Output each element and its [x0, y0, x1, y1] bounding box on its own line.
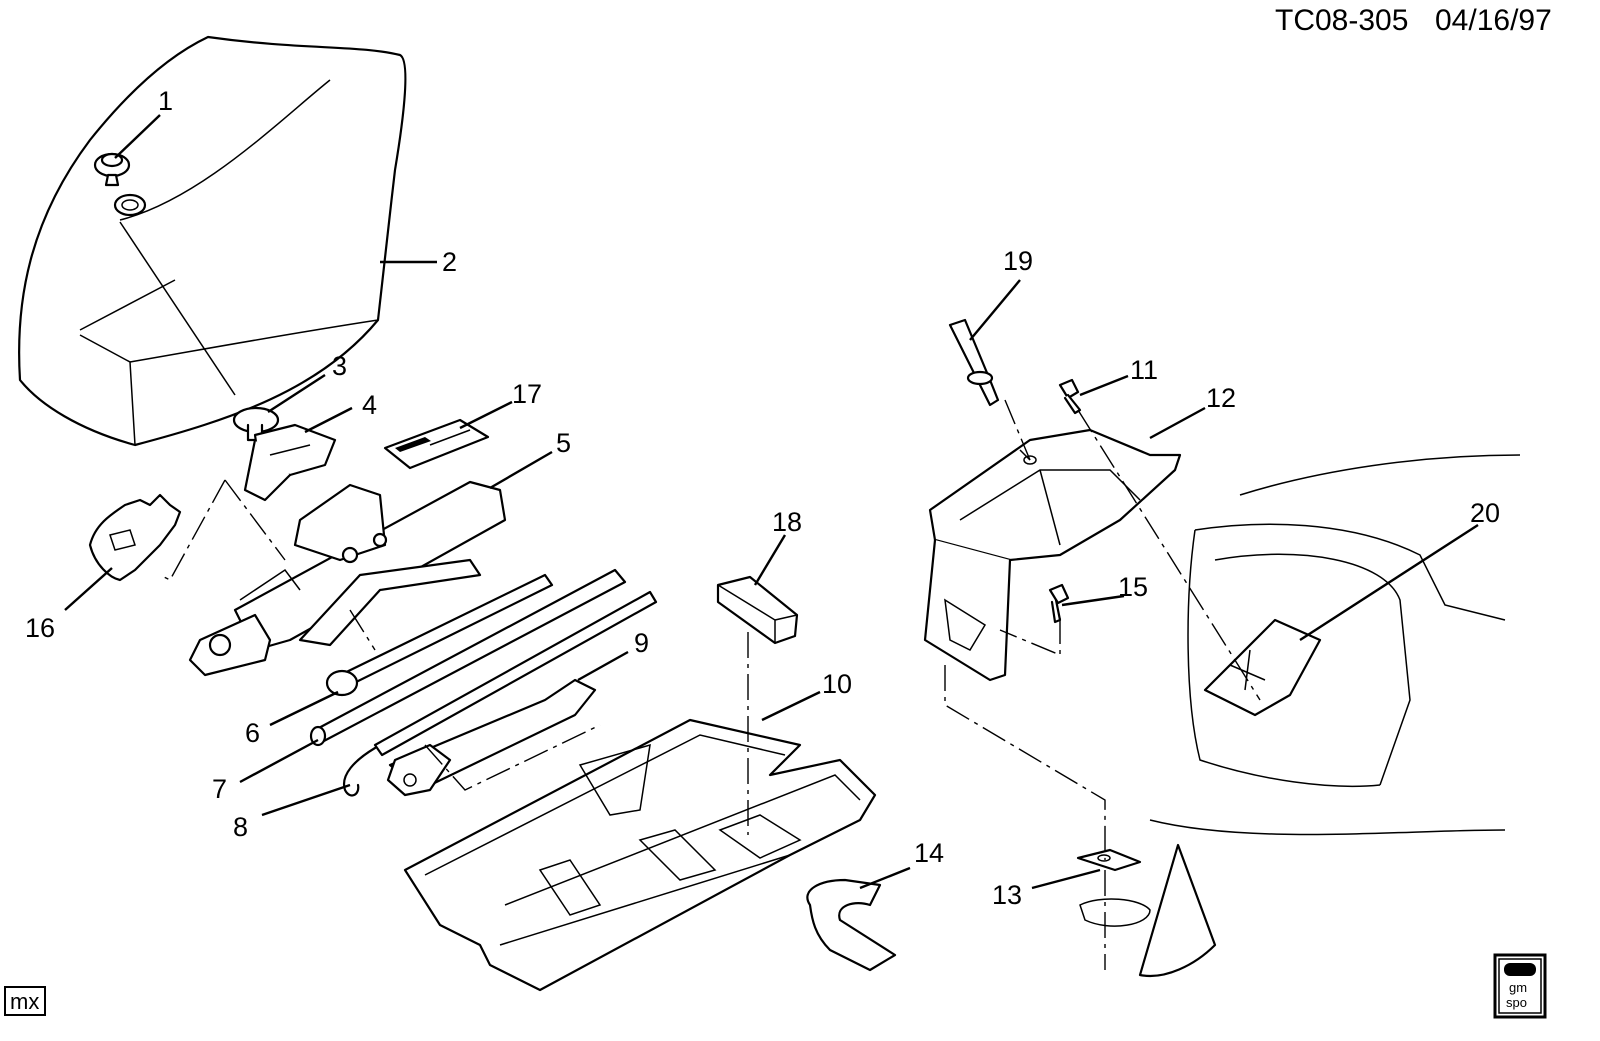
callout-10: 10 — [822, 669, 852, 699]
extension-rod-part-6 — [325, 573, 554, 697]
jack-bracket-part-12 — [923, 428, 1182, 682]
wrench-rod-part-7 — [309, 568, 627, 747]
gm-spo-logo: gm spo — [1493, 953, 1547, 1019]
callout-1: 1 — [158, 86, 173, 116]
callout-2: 2 — [442, 247, 457, 277]
callout-11: 11 — [1130, 355, 1158, 385]
mounting-stud-part-19 — [948, 318, 1000, 407]
hook-rod-part-8 — [342, 590, 658, 797]
callout-13: 13 — [992, 880, 1022, 910]
callout-labels: 1 2 3 4 5 6 7 8 9 10 11 12 13 14 15 16 1… — [25, 86, 1500, 910]
callout-16: 16 — [25, 613, 55, 643]
callout-3: 3 — [332, 351, 347, 381]
reference-code: TC08-305 — [1275, 4, 1408, 37]
jack-bracket-part-4 — [243, 423, 337, 502]
mx-tag-text: mx — [10, 989, 39, 1014]
foam-block-part-18 — [716, 575, 799, 645]
callout-12: 12 — [1206, 383, 1236, 413]
callout-4: 4 — [362, 390, 377, 420]
bolt-part-11 — [1058, 378, 1082, 415]
warning-label-part-17 — [383, 418, 490, 470]
logo-text-gm: gm — [1509, 980, 1527, 995]
seat-panel-part-2 — [18, 35, 407, 447]
callout-14: 14 — [914, 838, 944, 868]
vehicle-body-part-20 — [1149, 454, 1521, 836]
callout-5: 5 — [556, 428, 571, 458]
callout-15: 15 — [1118, 572, 1148, 602]
leader-lines — [64, 114, 1479, 890]
scissor-jack-part-5 — [188, 480, 507, 677]
glove-part-16 — [88, 493, 182, 582]
tool-tray-part-10 — [403, 718, 877, 992]
callout-8: 8 — [233, 812, 248, 842]
callout-19: 19 — [1003, 246, 1033, 276]
callout-20: 20 — [1470, 498, 1500, 528]
alignment-lines — [159, 399, 1261, 970]
callout-17: 17 — [512, 379, 542, 409]
callout-7: 7 — [212, 774, 227, 804]
callout-9: 9 — [634, 628, 649, 658]
bolt-part-15 — [1048, 583, 1070, 624]
strap-part-14 — [806, 878, 897, 972]
callout-18: 18 — [772, 507, 802, 537]
mx-tag: mx — [4, 986, 46, 1016]
diagram-date: 04/16/97 — [1435, 4, 1552, 37]
callout-6: 6 — [245, 718, 260, 748]
clip-part-13 — [1076, 843, 1217, 978]
knob-part-1 — [93, 152, 147, 217]
logo-text-spo: spo — [1506, 995, 1527, 1010]
